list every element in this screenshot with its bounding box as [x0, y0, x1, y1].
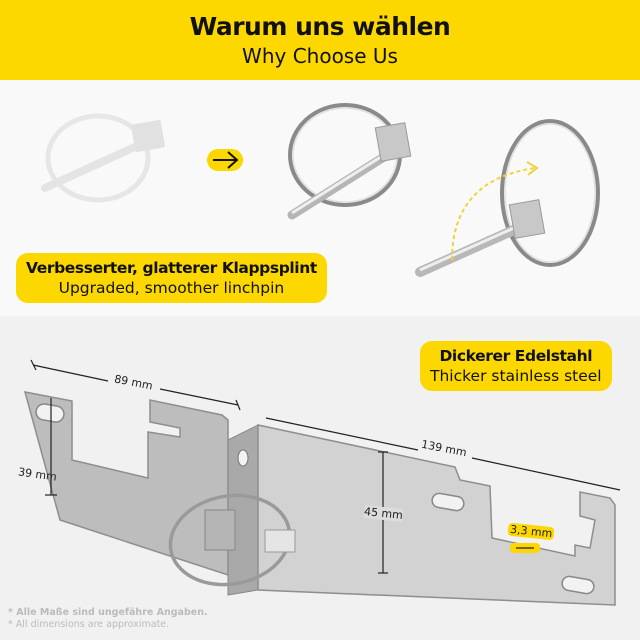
- new-linchpin-closed-image: [287, 103, 412, 220]
- footnote: * Alle Maße sind ungefähre Angaben. * Al…: [8, 607, 208, 631]
- dimension-lines: [30, 359, 621, 574]
- steel-feature-label: Dickerer Edelstahl Thicker stainless ste…: [422, 343, 610, 389]
- footnote-german: * Alle Maße sind ungefähre Angaben.: [8, 607, 208, 618]
- thickness-marker: [510, 543, 540, 553]
- linchpin-label-german: Verbesserter, glatterer Klappsplint: [26, 259, 317, 277]
- footnote-english: * All dimensions are approximate.: [8, 619, 170, 630]
- steel-label-german: Dickerer Edelstahl: [439, 347, 593, 365]
- title-english: Why Choose Us: [242, 44, 398, 68]
- linchpin-feature-label: Verbesserter, glatterer Klappsplint Upgr…: [18, 255, 325, 301]
- steel-label-english: Thicker stainless steel: [430, 367, 602, 385]
- linchpin-label-english: Upgraded, smoother linchpin: [58, 279, 285, 297]
- title-german: Warum uns wählen: [189, 12, 451, 41]
- new-linchpin-open-image: [415, 119, 600, 277]
- arrow-right-icon: [207, 149, 243, 171]
- header-banner: Warum uns wählen Why Choose Us: [0, 0, 640, 80]
- old-linchpin-image: [41, 113, 166, 203]
- bracket-image: [23, 391, 616, 606]
